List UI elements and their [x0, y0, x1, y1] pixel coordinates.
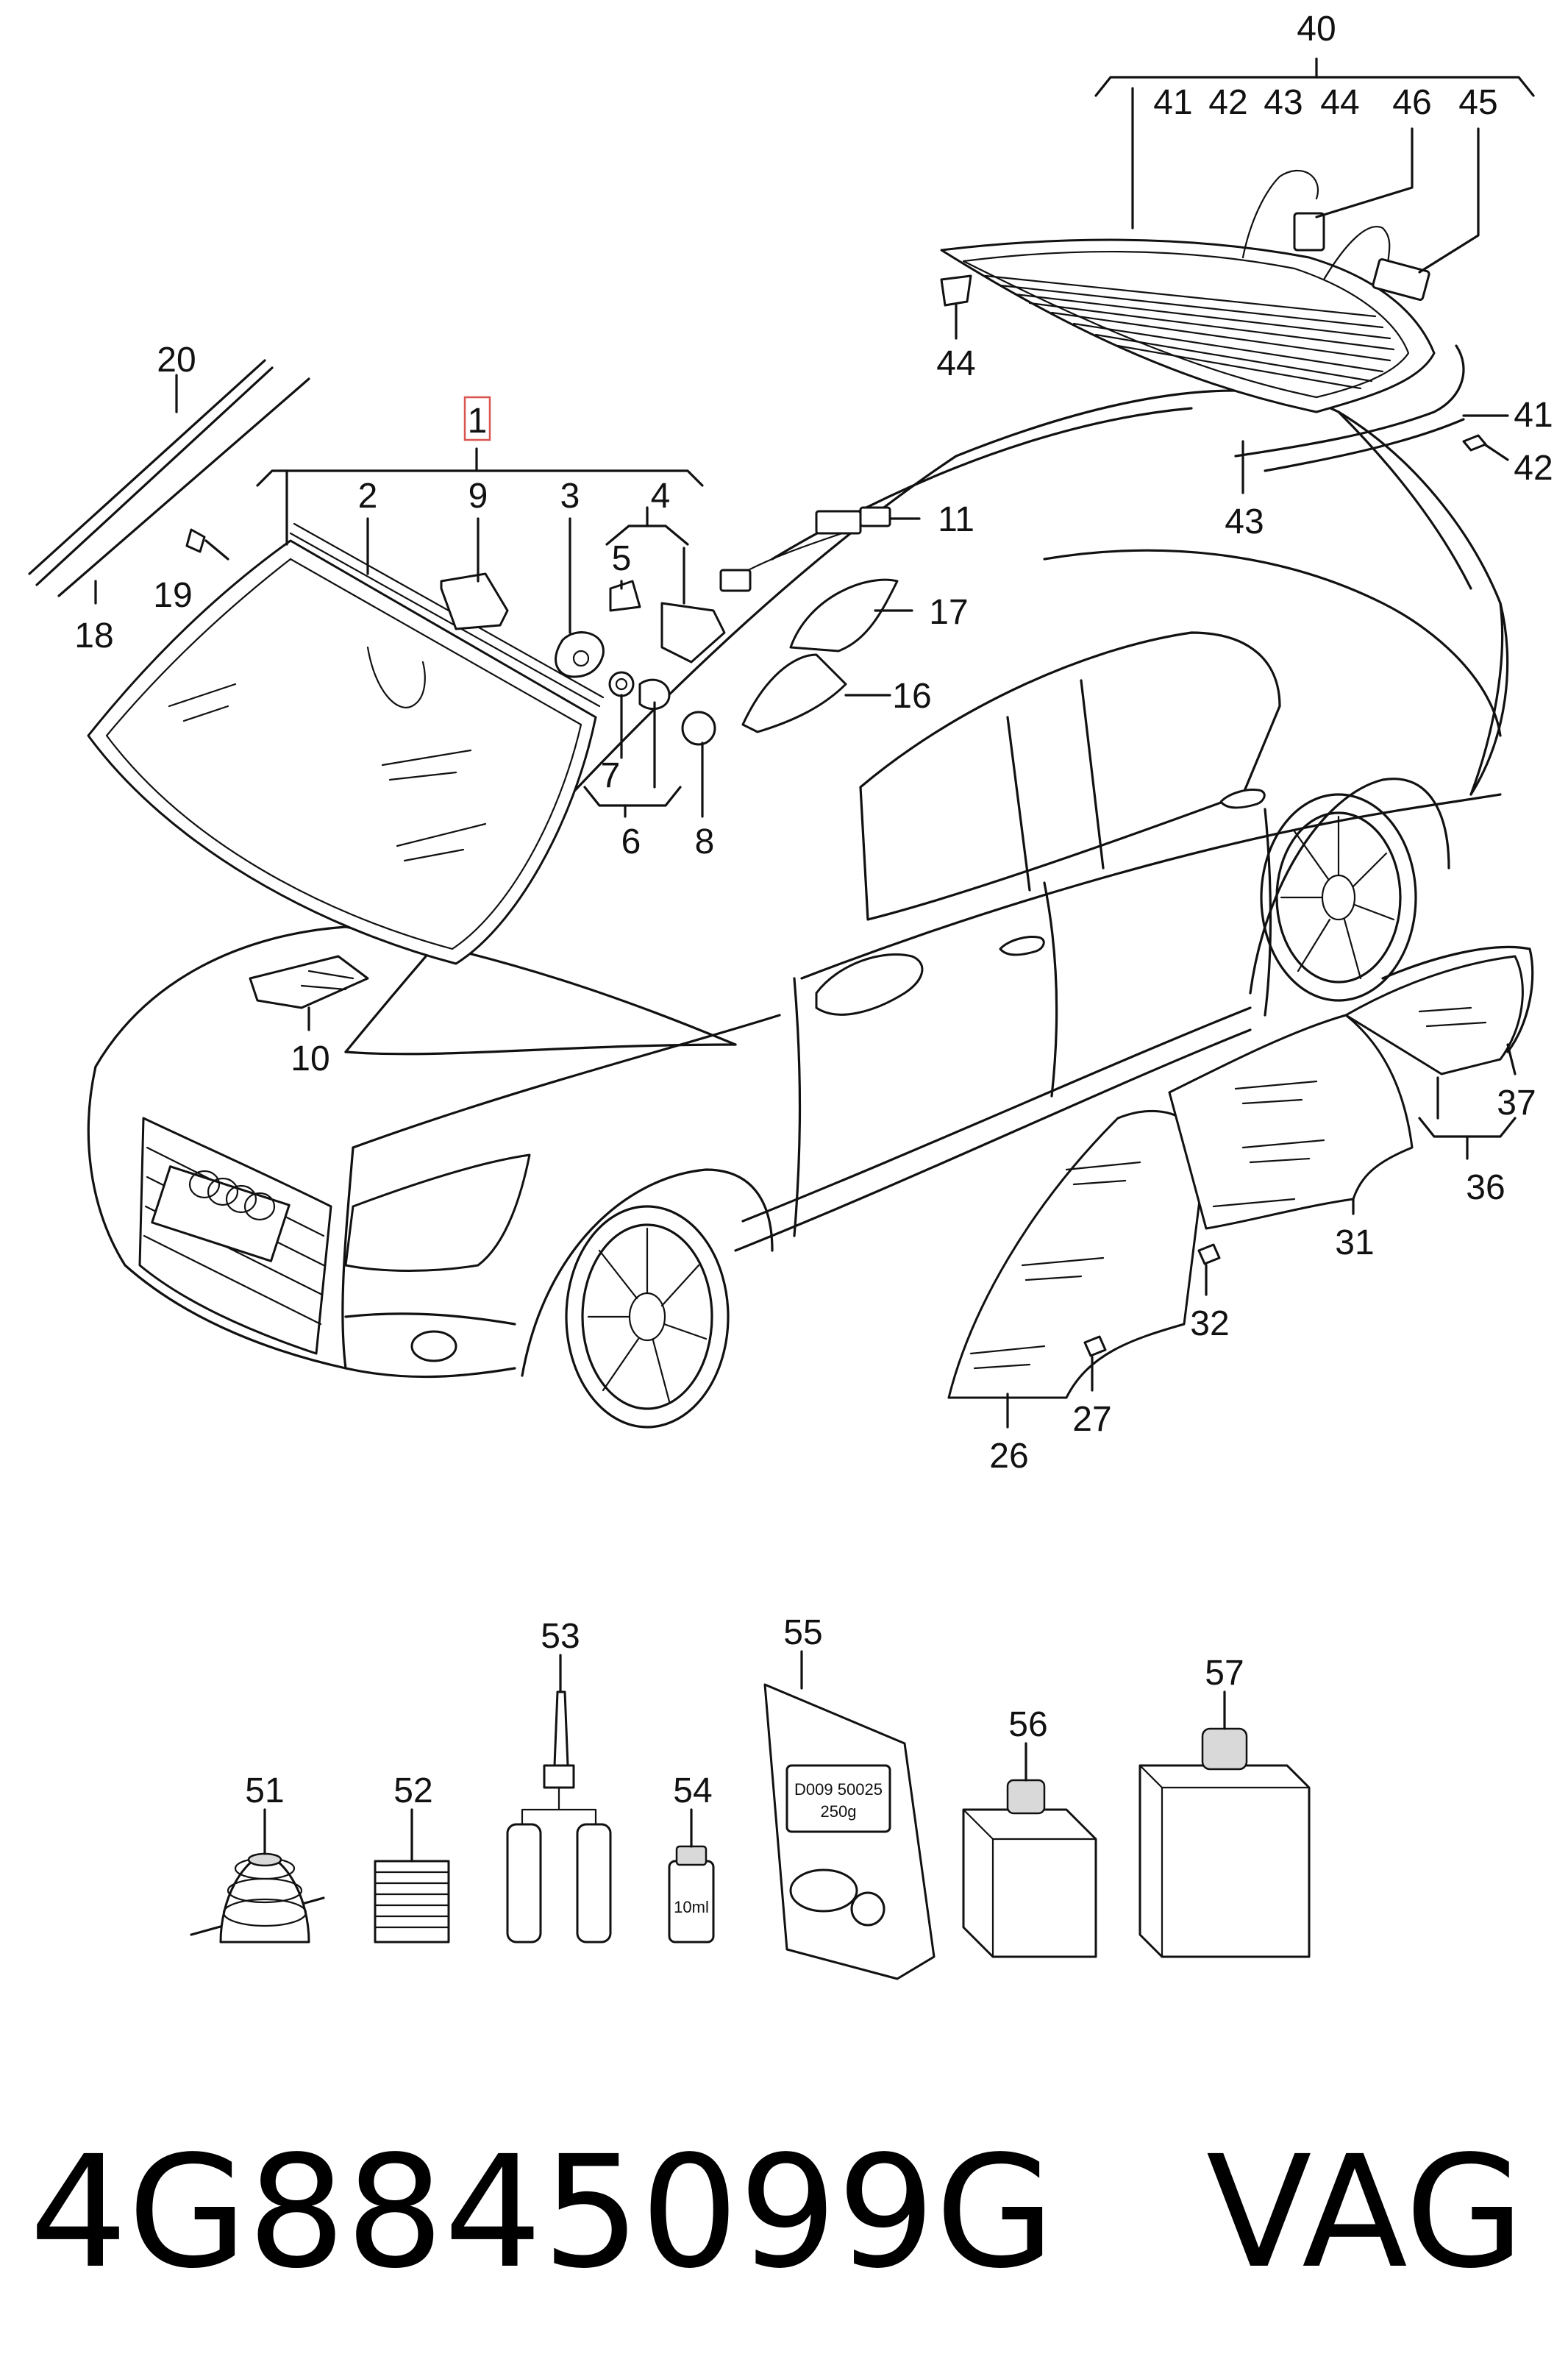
- callout-10: 10: [291, 1039, 329, 1078]
- callout-2: 2: [358, 477, 378, 516]
- callout-8: 8: [695, 822, 715, 861]
- callout-43-lower: 43: [1225, 502, 1264, 541]
- highlight-box: [463, 396, 491, 441]
- callout-labels: 1 2 9 3 4 5 7 6 8 10 20 19 18 11 17 16 4…: [74, 10, 1553, 1810]
- product-55: D009 50025 250g: [763, 1683, 936, 1980]
- kit-label-line2: 250g: [821, 1802, 857, 1821]
- roof-moulding: [28, 359, 310, 597]
- callout-9: 9: [468, 477, 488, 516]
- callout-1: 1: [468, 402, 488, 441]
- callout-20: 20: [157, 341, 196, 380]
- callout-5: 5: [612, 539, 632, 578]
- callout-41-right: 41: [1514, 396, 1553, 435]
- callout-55: 55: [783, 1613, 822, 1652]
- callout-52: 52: [393, 1771, 432, 1810]
- callout-57: 57: [1205, 1654, 1244, 1693]
- logo-rings: [188, 1170, 276, 1221]
- product-53: [506, 1690, 612, 1944]
- callout-51: 51: [245, 1771, 284, 1810]
- callout-43-top: 43: [1264, 83, 1302, 122]
- callout-4: 4: [651, 477, 671, 516]
- callout-3: 3: [560, 477, 580, 516]
- small-parts: [249, 506, 899, 1009]
- callout-32: 32: [1190, 1304, 1229, 1343]
- vial-label: 10ml: [674, 1898, 709, 1916]
- products: 10ml D009 50025 250g: [190, 1683, 1311, 1980]
- callout-6: 6: [621, 822, 641, 861]
- callout-42-top: 42: [1208, 83, 1247, 122]
- product-57: [1138, 1727, 1311, 1958]
- callout-19: 19: [153, 576, 192, 615]
- callout-27: 27: [1072, 1400, 1111, 1439]
- part-number: 4G8845099G: [29, 2122, 1055, 2302]
- product-56: [962, 1779, 1097, 1958]
- callout-53: 53: [541, 1617, 580, 1656]
- footer: 4G8845099G VAG: [29, 2122, 1525, 2302]
- callout-7: 7: [601, 756, 621, 795]
- callout-41-top: 41: [1153, 83, 1192, 122]
- callout-17: 17: [929, 593, 968, 632]
- callout-26: 26: [989, 1437, 1028, 1476]
- front-wheel: [565, 1205, 730, 1429]
- callout-36: 36: [1466, 1168, 1505, 1207]
- sunroof-assembly: [940, 169, 1487, 472]
- callout-18: 18: [74, 616, 113, 655]
- door-glass: [947, 945, 1534, 1399]
- rear-wheel: [1260, 793, 1417, 1002]
- car-body: [87, 389, 1509, 1429]
- callout-42-right: 42: [1514, 449, 1553, 488]
- callout-46: 46: [1392, 83, 1431, 122]
- callout-45: 45: [1458, 83, 1497, 122]
- brand-name: VAG: [1206, 2122, 1525, 2302]
- kit-label-line1: D009 50025: [794, 1780, 883, 1799]
- callout-11: 11: [938, 500, 974, 539]
- product-52: [374, 1860, 450, 1944]
- callout-44-clip: 44: [936, 344, 975, 383]
- callout-44-top: 44: [1320, 83, 1359, 122]
- product-54: 10ml: [668, 1845, 715, 1944]
- callout-16: 16: [892, 677, 931, 716]
- callout-37: 37: [1497, 1084, 1536, 1123]
- leader-lines: [94, 57, 1535, 1863]
- callout-40: 40: [1297, 10, 1336, 49]
- callout-54: 54: [673, 1771, 712, 1810]
- callout-56: 56: [1008, 1705, 1047, 1744]
- callout-31: 31: [1335, 1223, 1374, 1262]
- product-51: [190, 1852, 325, 1944]
